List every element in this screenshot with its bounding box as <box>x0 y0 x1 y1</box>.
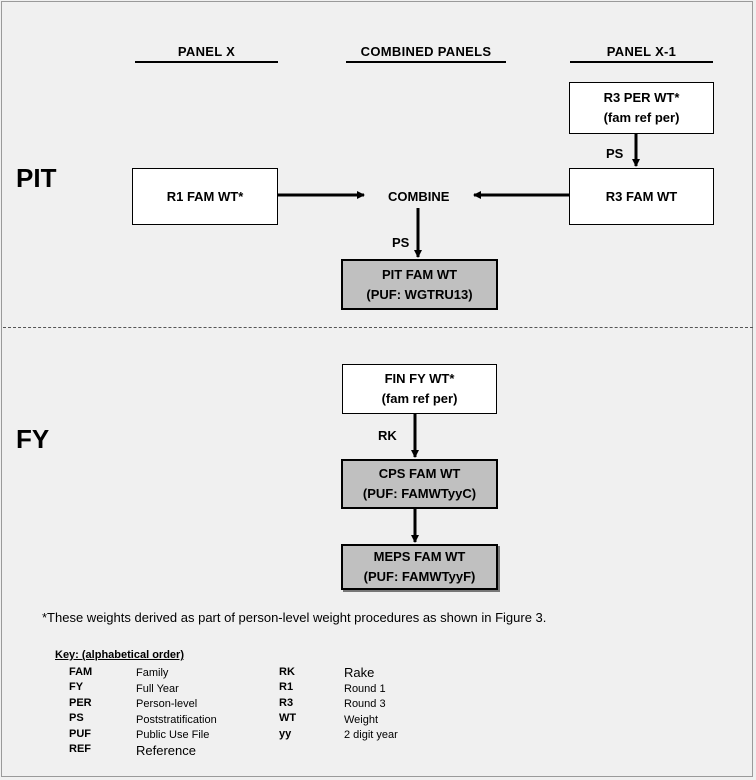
box-line: (PUF: WGTRU13) <box>366 286 473 302</box>
key-def: Family <box>136 667 169 679</box>
key-abbr: R1 <box>279 681 294 693</box>
key-abbr: PER <box>69 697 92 709</box>
box-pit-fam-wt: PIT FAM WT (PUF: WGTRU13) <box>341 259 498 310</box>
key-abbr: FY <box>69 681 84 693</box>
box-line: (fam ref per) <box>381 391 458 406</box>
key-def: Weight <box>344 714 379 726</box>
box-line: MEPS FAM WT <box>373 549 466 564</box>
key-abbr: R3 <box>279 697 294 709</box>
key-def: Reference <box>136 743 196 758</box>
box-r3-fam-wt: R3 FAM WT <box>569 168 714 225</box>
box-line: CPS FAM WT <box>378 466 461 481</box>
key-abbr: RK <box>279 666 295 678</box>
key-abbr: REF <box>69 743 91 755</box>
key-def: Full Year <box>136 683 179 695</box>
box-r1-fam-wt: R1 FAM WT* <box>132 168 278 225</box>
header-underline <box>346 61 506 63</box>
arrow-label-rk: RK <box>378 428 397 443</box>
box-line: (fam ref per) <box>603 110 680 125</box>
box-line: (PUF: FAMWTyyF) <box>363 569 476 584</box>
box-line: R3 PER WT* <box>603 90 680 105</box>
section-label-pit: PIT <box>16 163 57 193</box>
key-abbr: FAM <box>69 666 93 678</box>
box-r3-per-wt: R3 PER WT* (fam ref per) <box>569 82 714 134</box>
box-line: PIT FAM WT <box>381 266 458 282</box>
key-def: Public Use File <box>136 729 210 741</box>
section-divider <box>3 327 753 328</box>
header-underline <box>570 61 713 63</box>
box-line: (PUF: FAMWTyyC) <box>362 486 477 501</box>
header-panel-x: PANEL X <box>177 44 236 59</box>
box-line: R1 FAM WT* <box>166 188 244 204</box>
key-abbr: PUF <box>69 728 91 740</box>
section-label-fy: FY <box>16 424 50 454</box>
key-def: Rake <box>344 665 375 680</box>
arrow-label-ps: PS <box>606 146 624 161</box>
header-panel-x1: PANEL X-1 <box>606 44 677 59</box>
key-def: Round 1 <box>344 683 386 695</box>
box-cps-fam-wt: CPS FAM WT (PUF: FAMWTyyC) <box>341 459 498 509</box>
key-def: 2 digit year <box>344 729 398 741</box>
box-fin-fy-wt: FIN FY WT* (fam ref per) <box>342 364 497 414</box>
key-def: Round 3 <box>344 698 386 710</box>
key-title: Key: (alphabetical order) <box>55 649 184 661</box>
key-abbr: yy <box>279 728 292 740</box>
key-abbr: PS <box>69 712 84 724</box>
combine-node: COMBINE <box>388 189 450 204</box>
box-line: R3 FAM WT <box>605 188 678 204</box>
footnote: *These weights derived as part of person… <box>42 610 547 625</box>
header-underline <box>135 61 278 63</box>
arrow-label-ps: PS <box>392 235 410 250</box>
box-meps-fam-wt: MEPS FAM WT (PUF: FAMWTyyF) <box>341 544 498 590</box>
header-combined-panels: COMBINED PANELS <box>360 44 492 59</box>
key-def: Poststratification <box>136 714 217 726</box>
key-abbr: WT <box>279 712 297 724</box>
box-line: FIN FY WT* <box>384 371 455 386</box>
key-def: Person-level <box>136 698 198 710</box>
